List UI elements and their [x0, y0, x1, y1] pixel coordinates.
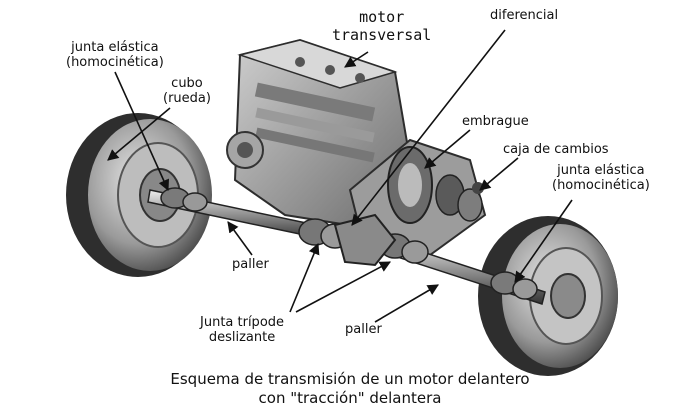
differential: [333, 213, 397, 267]
arrow-cubo: [107, 107, 171, 161]
label-tripode-line1: Junta trípode: [200, 315, 285, 330]
caption-line2: con "tracción" delantera: [258, 389, 442, 407]
diagram-caption: Esquema de transmisión de un motor delan…: [0, 370, 700, 408]
right-wheel: [478, 216, 618, 376]
arrow-embrague: [424, 129, 471, 169]
arrow-diferencial: [351, 29, 506, 226]
leader-lines: [107, 29, 573, 323]
arrow-caja: [479, 157, 519, 191]
label-cubo-line2: (rueda): [163, 91, 211, 106]
label-cubo: cubo (rueda): [163, 76, 211, 106]
label-junta-right-line1: junta elástica: [557, 163, 645, 178]
label-cubo-line1: cubo: [171, 76, 203, 91]
label-junta-right: junta elástica (homocinética): [552, 163, 650, 193]
arrow-paller-left: [227, 221, 253, 256]
label-paller-left: paller: [232, 257, 269, 272]
label-caja-cambios: caja de cambios: [503, 142, 609, 157]
caption-line1: Esquema de transmisión de un motor delan…: [170, 370, 530, 388]
right-driveshaft: [375, 233, 546, 305]
label-junta-left-line2: (homocinética): [66, 55, 164, 70]
label-paller-right: paller: [345, 322, 382, 337]
label-junta-left: junta elástica (homocinética): [66, 40, 164, 70]
label-motor-line2: transversal: [332, 26, 432, 44]
arrow-tripode-a: [289, 242, 320, 313]
label-junta-right-line2: (homocinética): [552, 178, 650, 193]
arrow-tripode-b: [295, 261, 391, 313]
label-diferencial: diferencial: [490, 8, 559, 23]
label-junta-tripode: Junta trípode deslizante: [200, 315, 284, 345]
arrow-motor: [344, 51, 369, 68]
label-junta-left-line1: junta elástica: [71, 40, 159, 55]
label-motor-line1: motor: [359, 8, 405, 26]
arrow-paller-right: [374, 284, 439, 323]
label-motor-transversal: motor transversal: [332, 8, 431, 44]
label-embrague: embrague: [462, 114, 529, 129]
left-driveshaft: [147, 187, 350, 249]
arrow-junta-right: [514, 199, 573, 283]
label-tripode-line2: deslizante: [208, 330, 276, 345]
